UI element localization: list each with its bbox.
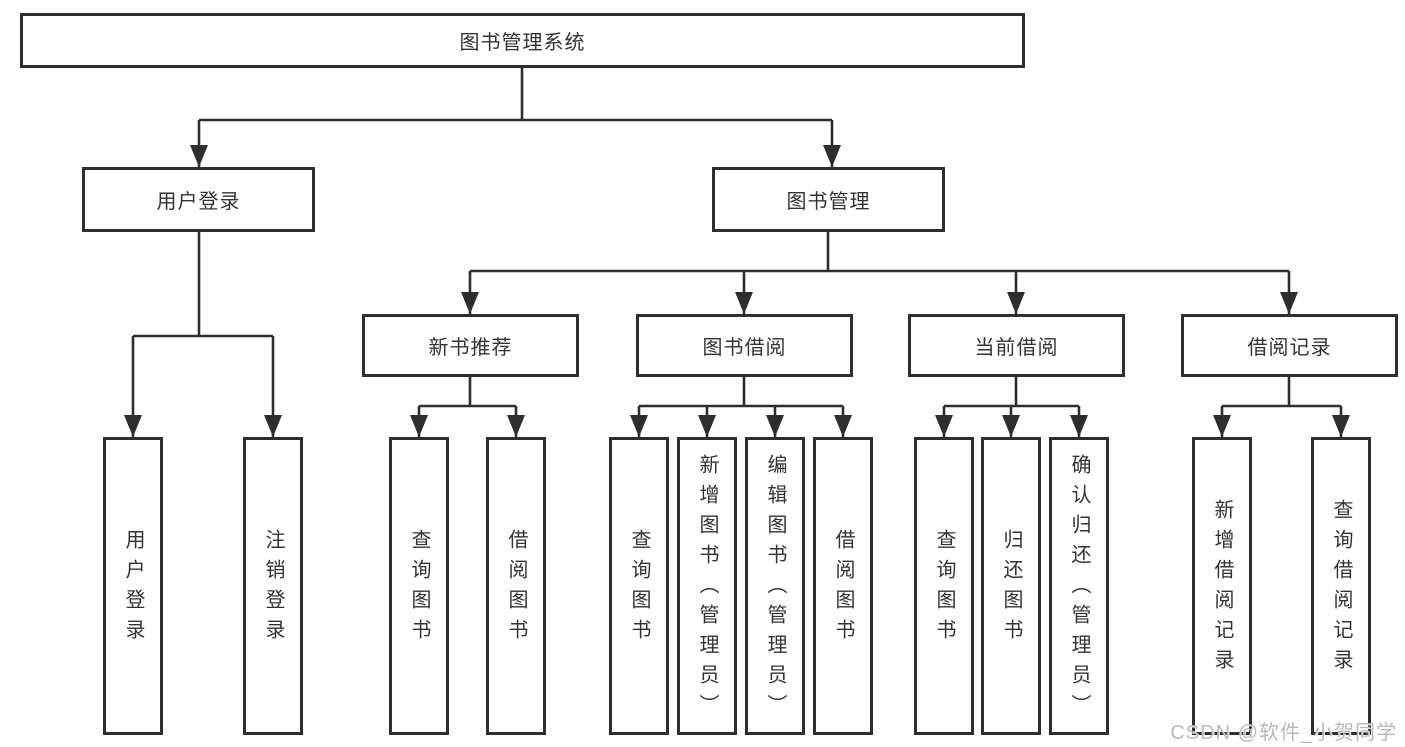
node-borrow-records: 借阅记录: [1181, 314, 1398, 377]
leaf-borrow-books-recommend: 借阅图书: [486, 437, 546, 735]
leaf-confirm-return-admin: 确认归还（管理员）: [1049, 437, 1109, 735]
connector-book-mgmt-branch: [470, 232, 1289, 273]
leaf-user-login: 用户登录: [103, 437, 163, 735]
node-new-book-recommend: 新书推荐: [362, 314, 579, 377]
leaf-query-borrow-record: 查询借阅记录: [1311, 437, 1371, 735]
node-book-borrow: 图书借阅: [636, 314, 853, 377]
csdn-watermark: CSDN @软件_小贺同学: [1170, 722, 1397, 744]
connector-user-login-branch: [133, 232, 273, 338]
leaf-add-books-admin: 新增图书（管理员）: [677, 437, 737, 735]
node-current-borrow: 当前借阅: [908, 314, 1125, 377]
leaf-add-borrow-record: 新增借阅记录: [1192, 437, 1252, 735]
connector-newbook-branch: [419, 377, 516, 408]
leaf-return-books: 归还图书: [981, 437, 1041, 735]
node-library-system: 图书管理系统: [20, 13, 1025, 68]
leaf-edit-books-admin: 编辑图书（管理员）: [745, 437, 805, 735]
connector-borrow-branch: [639, 377, 843, 408]
leaf-borrow-books: 借阅图书: [813, 437, 873, 735]
leaf-logout: 注销登录: [243, 437, 303, 735]
leaf-query-books-recommend: 查询图书: [389, 437, 449, 735]
connector-record-branch: [1222, 377, 1341, 408]
node-book-management: 图书管理: [712, 167, 945, 232]
leaf-query-books-borrow: 查询图书: [609, 437, 669, 735]
node-user-login: 用户登录: [82, 167, 315, 232]
leaf-query-books-current: 查询图书: [914, 437, 974, 735]
connector-root-stem: [199, 68, 832, 122]
connector-current-branch: [944, 377, 1079, 408]
